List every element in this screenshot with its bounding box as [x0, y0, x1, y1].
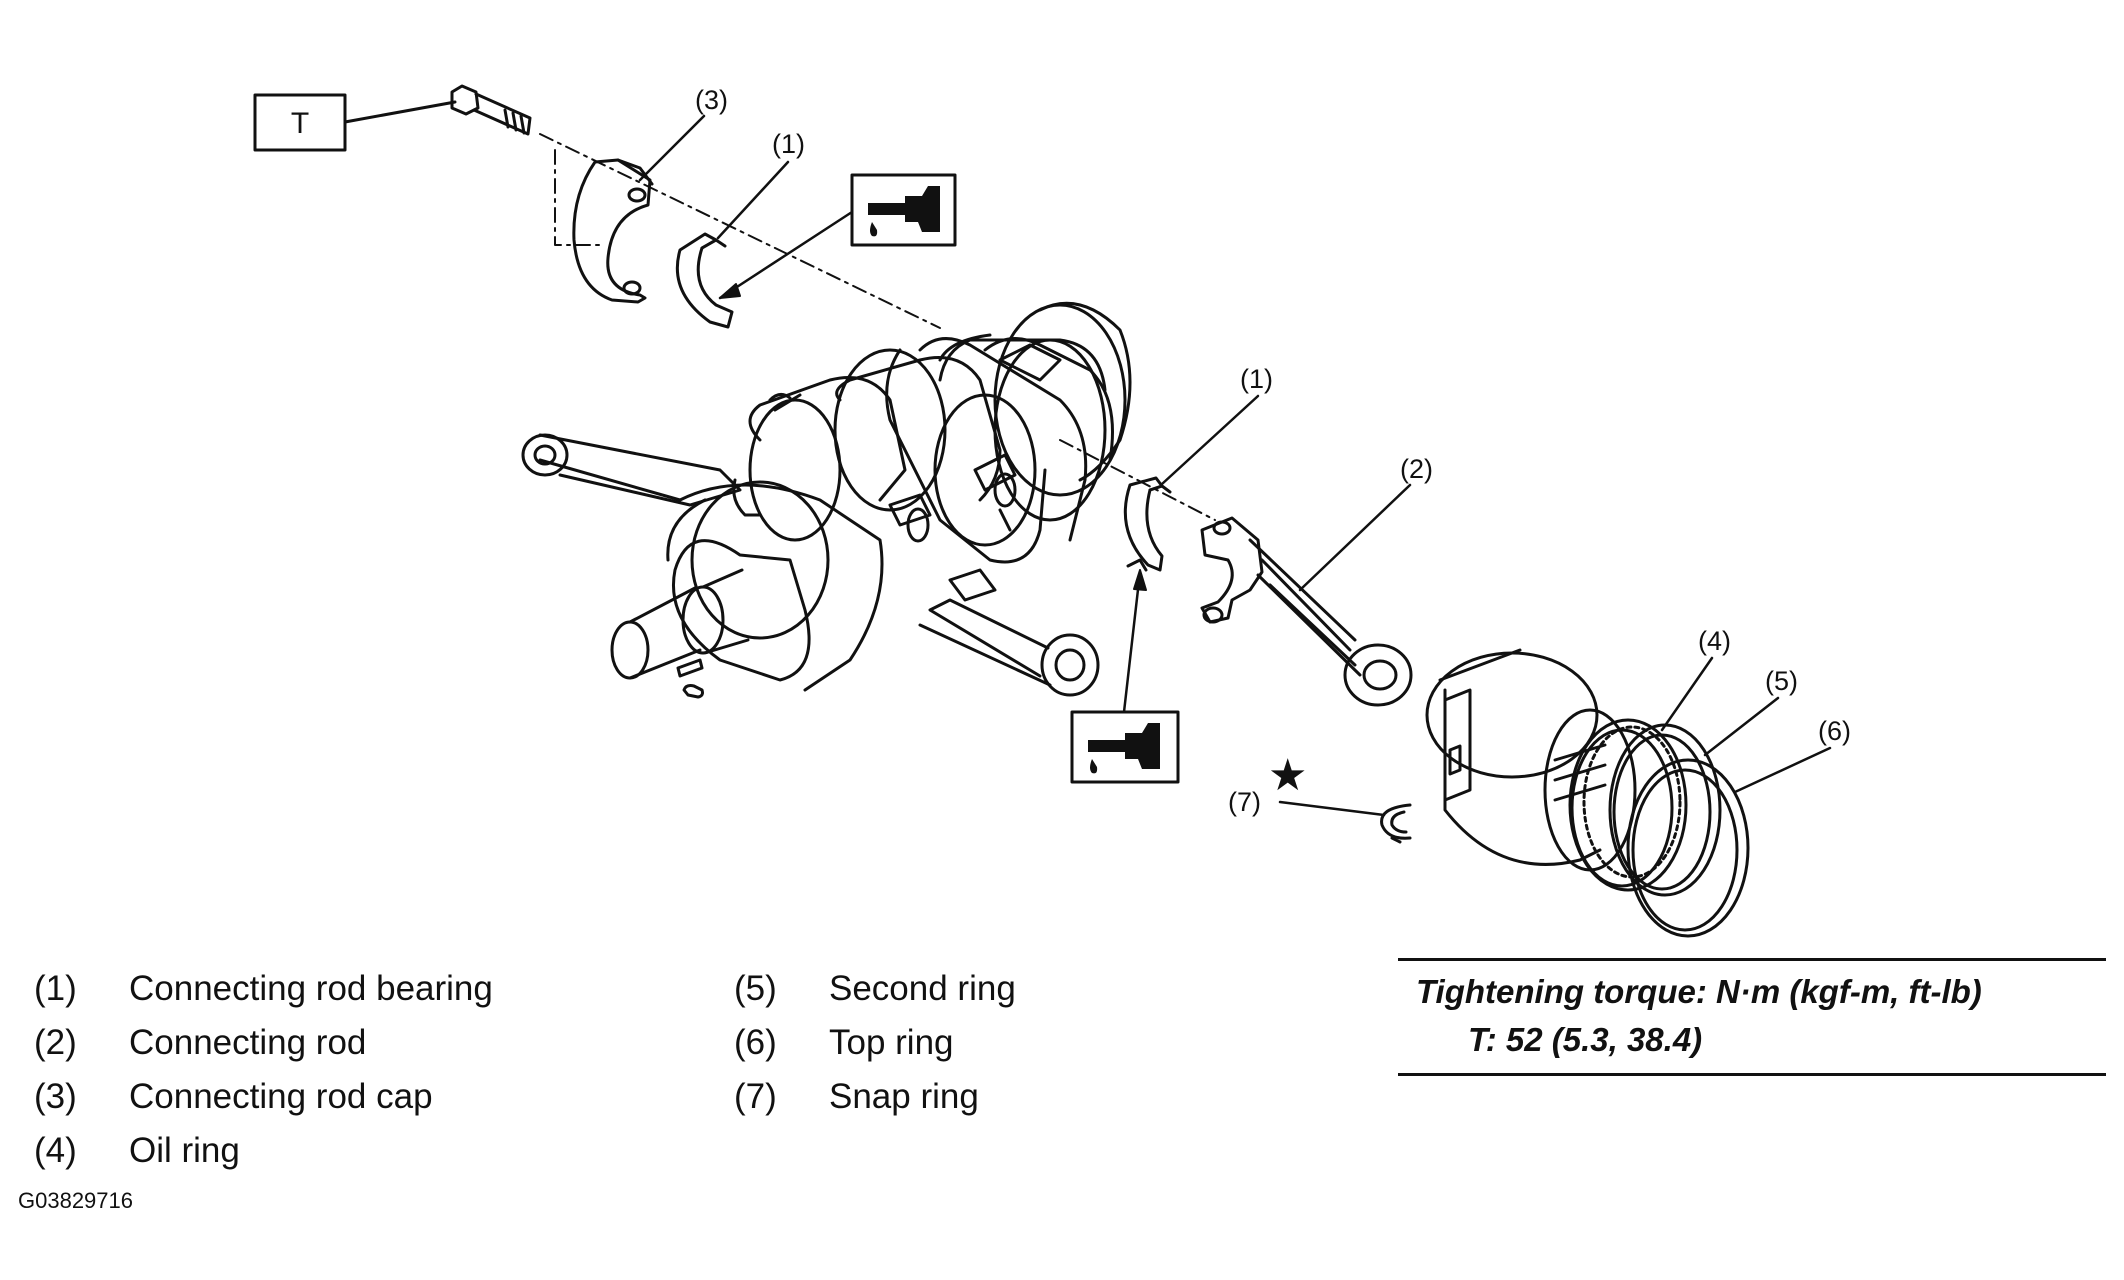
legend-right: (5) Second ring (6) Top ring (7) Snap ri… — [734, 962, 1016, 1124]
torque-box-label: T — [291, 107, 309, 140]
legend-number: (3) — [34, 1077, 77, 1116]
legend-text: Second ring — [829, 969, 1016, 1008]
leader-torque-bolt — [343, 100, 457, 124]
leader-7 — [1278, 800, 1386, 817]
callout-4: (4) — [1698, 626, 1731, 656]
top-ring — [1626, 758, 1750, 938]
leader-3 — [638, 114, 706, 182]
figure-code: G03829716 — [18, 1188, 133, 1213]
leader-6 — [1733, 746, 1832, 794]
bearing-dash-dot-line — [1059, 439, 1216, 521]
snap-ring — [1380, 803, 1412, 844]
legend-text: Connecting rod — [129, 1023, 367, 1062]
legend-text: Snap ring — [829, 1077, 979, 1116]
legend-text: Oil ring — [129, 1131, 240, 1170]
leader-5 — [1703, 696, 1780, 757]
callout-1-mid: (1) — [1240, 364, 1273, 394]
connecting-rod-bearing-lower — [1123, 476, 1172, 572]
callout-2: (2) — [1400, 454, 1433, 484]
arrow-oil-top — [718, 210, 854, 300]
leader-1-top — [716, 160, 790, 240]
legend-item: (1) Connecting rod bearing — [34, 962, 493, 1016]
torque-heading: Tightening torque: N·m (kgf-m, ft-lb) — [1416, 973, 1982, 1010]
oil-can-icon — [850, 173, 957, 247]
legend-text: Connecting rod cap — [129, 1077, 433, 1116]
leader-1-mid — [1160, 394, 1260, 486]
legend-text: Connecting rod bearing — [129, 969, 493, 1008]
legend-item: (6) Top ring — [734, 1016, 1016, 1070]
legend-item: (5) Second ring — [734, 962, 1016, 1016]
connecting-rod-bearing-upper — [675, 232, 734, 329]
leader-4 — [1660, 656, 1714, 732]
piston — [1425, 648, 1637, 872]
legend-left: (1) Connecting rod bearing (2) Connectin… — [34, 962, 493, 1178]
callout-6: (6) — [1818, 716, 1851, 746]
legend-item: (4) Oil ring — [34, 1124, 493, 1178]
legend-number: (2) — [34, 1023, 77, 1062]
legend-number: (7) — [734, 1077, 777, 1116]
legend-text: Top ring — [829, 1023, 954, 1062]
legend-item: (3) Connecting rod cap — [34, 1070, 493, 1124]
bolt-dash-dot-line — [539, 133, 941, 329]
legend-item: (2) Connecting rod — [34, 1016, 493, 1070]
bolt-dash-dot-line-lower — [554, 149, 601, 246]
callout-5: (5) — [1765, 666, 1798, 696]
legend-number: (1) — [34, 969, 77, 1008]
star-symbol: ★ — [1268, 750, 1307, 801]
connecting-rod — [1200, 516, 1413, 707]
callout-3: (3) — [695, 85, 728, 115]
legend-number: (4) — [34, 1131, 77, 1170]
legend-item: (7) Snap ring — [734, 1070, 1016, 1124]
connecting-rod-rear-on-crank — [918, 568, 1100, 697]
torque-value: T: 52 (5.3, 38.4) — [1468, 1021, 1703, 1058]
second-ring — [1608, 723, 1722, 897]
connecting-rod-cap — [572, 158, 654, 304]
legend-number: (5) — [734, 969, 777, 1008]
oil-can-icon — [1070, 710, 1180, 784]
connecting-rod-front — [521, 433, 762, 517]
torque-label-box: T — [253, 93, 347, 152]
callout-7: (7) — [1228, 787, 1261, 817]
leader-2 — [1298, 483, 1412, 592]
arrow-oil-mid — [1122, 570, 1142, 714]
callout-1-top: (1) — [772, 129, 805, 159]
legend-number: (6) — [734, 1023, 777, 1062]
tightening-torque-box: Tightening torque: N·m (kgf-m, ft-lb) T:… — [1398, 958, 2106, 1076]
connecting-rod-bolt — [450, 84, 532, 136]
crankshaft — [610, 301, 1132, 699]
